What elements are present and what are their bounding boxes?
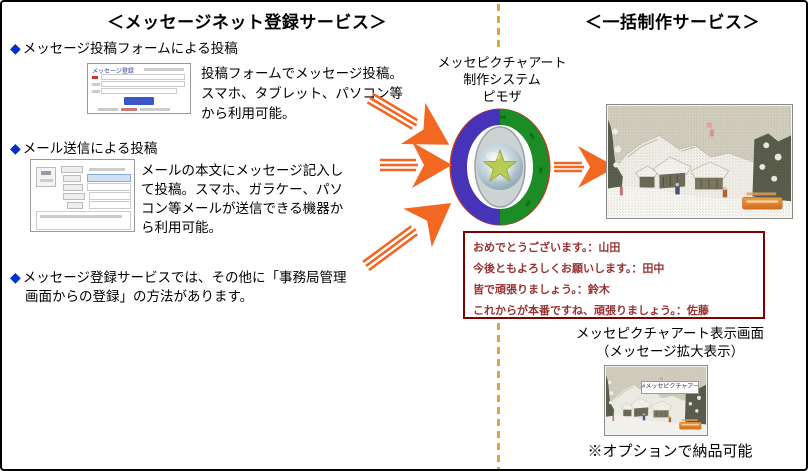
mail-address-field-highlighted: [87, 174, 131, 182]
diamond-bullet-icon: ◆: [10, 140, 21, 156]
mail-section-heading-text: メール送信による投稿: [22, 141, 158, 156]
mail-field-label: [63, 193, 85, 200]
form-thumbnail: メッセージ登録: [87, 63, 191, 114]
system-label: メッセピクチャアート 制作システム ピモザ: [417, 54, 587, 105]
body-line: て投稿。スマホ、ガラケー、パソ: [141, 182, 343, 197]
center-divider-top: [497, 4, 500, 52]
pimoza-logo-icon: [449, 108, 551, 226]
form-label-bar: [92, 83, 100, 86]
send-label-bar: [40, 179, 53, 182]
sample-message: これからが本番ですね、頑張りましょう。：佐藤: [473, 305, 709, 317]
system-label-line: メッセピクチャアート: [437, 55, 567, 70]
other-section-line1: ◆メッセージ登録サービスでは、その他に「事務局管理: [10, 268, 347, 287]
form-section-heading-text: メッセージ投稿フォームによる投稿: [22, 41, 238, 56]
body-line: から利用可能。: [201, 106, 296, 121]
mosaic-artwork-image: [606, 104, 793, 219]
mail-section-body: メールの本文にメッセージ記入し て投稿。スマホ、ガラケー、パソ コン等メールが送…: [141, 161, 343, 237]
body-line: メールの本文にメッセージ記入し: [141, 163, 344, 178]
display-caption-line2: （メッセージ拡大表示）: [595, 344, 745, 359]
body-line: コン等メールが送信できる機器か: [141, 201, 344, 216]
production-panel-title: ＜一括制作サービス＞: [585, 13, 760, 32]
body-line: 投稿フォームでメッセージ投稿。: [201, 66, 403, 81]
form-section-heading: ◆メッセージ投稿フォームによる投稿: [10, 37, 238, 57]
blurred-red-text-bar: [121, 108, 137, 111]
arrow-top-left-icon: [366, 92, 450, 145]
diamond-bullet-icon: ◆: [10, 269, 21, 285]
arrow-icons: [362, 92, 616, 272]
blurred-text-bar: [144, 68, 184, 71]
blurred-text-bar: [140, 108, 170, 111]
form-thumbnail-title: メッセージ登録: [92, 69, 134, 75]
form-submit-button-thumb: [124, 97, 154, 105]
sample-message: 皆で頑張りましょう。：鈴木: [473, 284, 610, 296]
center-divider-bottom: [497, 323, 500, 469]
mail-field-label: [63, 184, 83, 191]
snow-scene-image: [608, 106, 791, 217]
other-section: ◆メッセージ登録サービスでは、その他に「事務局管理 画面からの登録」の方法があり…: [10, 268, 347, 306]
blurred-text-bar: [98, 108, 118, 111]
other-line1-text: メッセージ登録サービスでは、その他に「事務局管理: [22, 270, 347, 285]
system-label-line: ピモザ: [482, 89, 522, 104]
form-label-bar: [92, 90, 100, 93]
required-mark: [92, 76, 98, 79]
email-thumbnail: [30, 159, 135, 232]
sample-messages-box: おめでとうございます。：山田 今後ともよろしくお願いします。：田中 皆で頑張りま…: [463, 231, 765, 319]
send-icon: [41, 171, 51, 175]
mail-section-heading: ◆メール送信による投稿: [10, 137, 157, 157]
arrow-output-icon: [554, 146, 616, 188]
form-input-line: [101, 88, 177, 94]
registration-panel-title: ＜メッセージネット登録サービス＞: [107, 13, 387, 32]
send-button-thumb: [36, 167, 56, 187]
other-section-line2: 画面からの登録」の方法があります。: [25, 289, 254, 304]
display-caption-line1: メッセピクチャアート表示画面: [575, 326, 765, 341]
sample-message: 今後ともよろしくお願いします。：田中: [473, 263, 665, 275]
form-input-line: [101, 74, 185, 80]
blurred-text-bar: [40, 215, 122, 218]
blurred-text-bar: [89, 168, 125, 171]
form-section-body: 投稿フォームでメッセージ投稿。 スマホ、タブレット、パソコン等 から利用可能。: [201, 64, 403, 124]
system-label-line: 制作システム: [463, 72, 541, 87]
diamond-bullet-icon: ◆: [10, 40, 21, 56]
snow-scene-small-image: [606, 367, 706, 434]
mail-field: [87, 183, 131, 191]
sample-message: おめでとうございます。：山田: [473, 242, 621, 254]
arrow-middle-left-icon: [380, 142, 452, 188]
mail-field-label: [61, 166, 83, 173]
mail-field-label: [67, 202, 83, 209]
option-note: ※オプションで納品可能: [587, 443, 753, 460]
mail-field: [89, 192, 131, 200]
mail-field: [89, 201, 131, 209]
mail-field-label: [63, 175, 81, 182]
body-line: ら利用可能。: [141, 220, 222, 235]
display-caption: メッセピクチャアート表示画面 （メッセージ拡大表示）: [540, 325, 800, 361]
arrow-bottom-left-icon: [362, 202, 452, 272]
body-line: スマホ、タブレット、パソコン等: [201, 86, 403, 101]
flow-arrows: [362, 92, 616, 272]
mail-body-area: [36, 211, 131, 230]
display-screen-thumbnail: #メッセピクチャアート: [604, 365, 708, 436]
form-input-line: [101, 81, 185, 87]
message-zoom-overlay: #メッセピクチャアート: [641, 381, 699, 394]
